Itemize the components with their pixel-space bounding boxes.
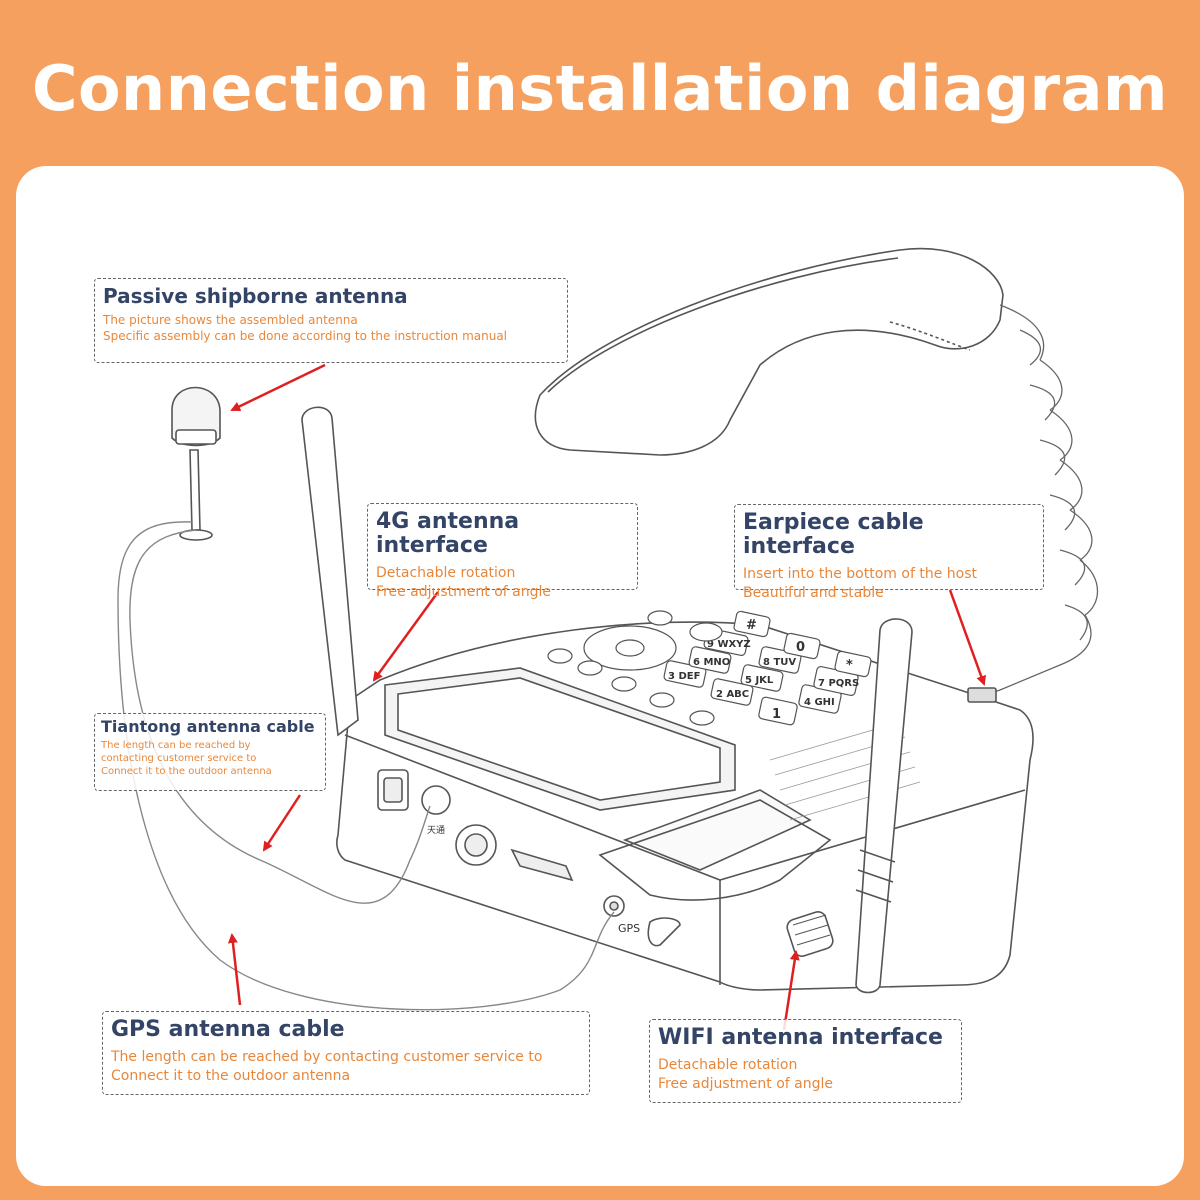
arrow-earpiece (948, 589, 986, 686)
shipborne-heading: Passive shipborne antenna (103, 284, 408, 308)
coiled-cable (984, 304, 1098, 696)
key-hash: # (746, 618, 757, 633)
gps-line-1: The length can be reached by contacting … (111, 1049, 543, 1066)
callout-tiantong-cable: Tiantong antenna cable The length can be… (94, 713, 326, 791)
tiantong-line-2: contacting customer service to (101, 752, 257, 764)
key-5: 5 JKL (745, 675, 774, 686)
shipborne-line-2: Specific assembly can be done according … (103, 329, 508, 344)
key-3: 3 DEF (668, 671, 700, 682)
key-6: 6 MNO (693, 657, 730, 668)
base-unit (336, 621, 1034, 991)
handset (534, 247, 1004, 456)
shipborne-line-1: The picture shows the assembled antenna (103, 313, 358, 327)
callout-4g-antenna: 4G antenna interface Detachable rotation… (367, 503, 638, 600)
antenna-4g-heading: 4G antenna interface (376, 509, 520, 559)
antenna-4g-line-2: Free adjustment of angle (376, 584, 552, 601)
gps-heading: GPS antenna cable (111, 1017, 345, 1042)
arrow-wifi (782, 950, 800, 1031)
key-star: * (846, 658, 853, 673)
wifi-line-1: Detachable rotation (658, 1057, 798, 1074)
key-1: 1 (772, 707, 781, 722)
callout-gps-cable: GPS antenna cable The length can be reac… (102, 1011, 590, 1095)
antenna-wifi (786, 618, 913, 994)
key-4: 4 GHI (804, 697, 835, 708)
earpiece-heading: Earpiece cable interface (743, 510, 924, 560)
diagram-panel: 1 2 ABC 3 DEF 4 GHI 5 JKL 6 MNO 7 PQRS 8… (16, 166, 1184, 1186)
key-8: 8 TUV (763, 657, 796, 668)
arrow-gps (227, 933, 242, 1006)
arrow-shipborne (230, 363, 326, 412)
earpiece-line-1: Insert into the bottom of the host (743, 566, 977, 583)
callout-earpiece-cable: Earpiece cable interface Insert into the… (734, 504, 1044, 601)
page-title: Connection installation diagram (31, 52, 1169, 125)
antenna-cables (117, 521, 615, 1011)
phone-illustration: 1 2 ABC 3 DEF 4 GHI 5 JKL 6 MNO 7 PQRS 8… (117, 247, 1098, 1031)
tiantong-line-1: The length can be reached by (101, 739, 251, 751)
tiantong-heading: Tiantong antenna cable (101, 717, 315, 736)
wifi-heading: WIFI antenna interface (658, 1025, 943, 1050)
antenna-4g-line-1: Detachable rotation (376, 565, 516, 582)
antenna-4g (301, 406, 359, 737)
key-7: 7 PQRS (818, 678, 859, 689)
arrow-4g (372, 591, 440, 682)
gps-line-2: Connect it to the outdoor antenna (111, 1068, 351, 1085)
arrow-tiantong (262, 794, 302, 852)
tiantong-port-label: 天通 (427, 825, 445, 836)
tiantong-line-3: Connect it to the outdoor antenna (101, 765, 272, 777)
earpiece-line-2: Beautiful and stable (743, 585, 884, 602)
key-9: 9 WXYZ (707, 639, 751, 650)
key-2: 2 ABC (716, 689, 749, 700)
callout-wifi-antenna: WIFI antenna interface Detachable rotati… (649, 1019, 962, 1103)
callout-shipborne-antenna: Passive shipborne antenna The picture sh… (94, 278, 568, 363)
wifi-line-2: Free adjustment of angle (658, 1076, 834, 1093)
keypad: 1 2 ABC 3 DEF 4 GHI 5 JKL 6 MNO 7 PQRS 8… (547, 610, 872, 726)
shipborne-antenna (171, 386, 221, 541)
gps-port-label: GPS (618, 922, 640, 935)
pointer-arrows (227, 363, 986, 1031)
key-0: 0 (796, 640, 805, 655)
